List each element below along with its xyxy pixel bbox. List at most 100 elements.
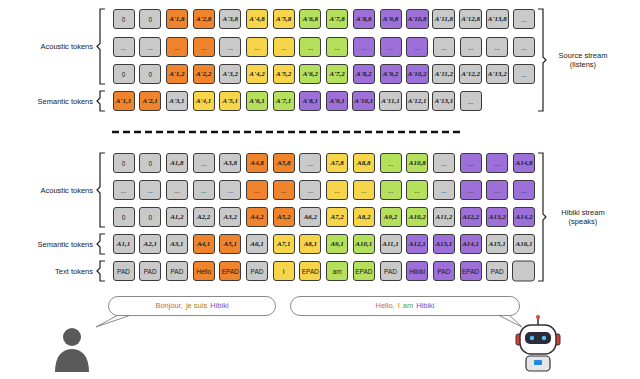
token-box: A10,2 [406,207,428,227]
token-label: Hello [196,268,211,275]
token-box: A'10,2 [406,64,429,84]
token-label: I [283,268,285,275]
token-label: ... [495,160,500,167]
token-label: A2,2 [197,213,210,221]
empty-token [513,261,535,281]
token-label: ... [334,44,339,51]
speech-bubble: Bonjour,je suisHibiki [108,296,276,316]
token-label: A8,1 [304,240,317,248]
token-box: A8,8 [353,153,375,173]
token-label: A'13,1 [434,97,453,105]
token-label: A5,2 [277,213,290,221]
token-box: ... [326,37,348,57]
token-box: ... [246,180,268,200]
token-label: ... [281,44,286,51]
token-box: ... [486,180,508,200]
token-box: A16,1 [513,234,535,254]
token-label: PAD [170,268,183,275]
axis-label: Hibiki stream (speaks) [550,208,616,226]
token-box: ... [113,37,135,57]
token-box: A12,2 [460,207,482,227]
token-label: EPAD [462,268,479,275]
token-label: ... [521,44,526,51]
bubble-text: am [403,302,413,310]
token-label: A'1,2 [169,70,184,78]
token-box: A'8,1 [299,91,321,111]
token-label: A'9,2 [383,70,398,78]
token-box: A'3,8 [219,9,241,29]
token-box: A14,8 [513,153,535,173]
token-box: A'6,1 [246,91,268,111]
token-box: ... [460,153,482,173]
token-box: ... [486,37,508,57]
token-box: A13,1 [433,234,455,254]
token-box: 0 [113,9,135,29]
token-label: A'3,1 [169,97,184,105]
token-label: ... [441,44,446,51]
token-box: A'5,2 [273,64,295,84]
token-box: A'1,1 [113,91,135,111]
token-label: PAD [437,268,450,275]
token-label: ... [468,160,473,167]
token-box: A'7,8 [326,9,348,29]
bubble-text: Hello, [375,302,394,310]
token-label: ... [334,187,339,194]
token-label: A8,8 [357,159,370,167]
token-box: I [273,261,295,281]
token-box: ... [513,9,535,29]
left-bracket [97,234,105,254]
token-label: ... [201,160,206,167]
token-box: A'11,1 [379,91,402,111]
token-box: A'11,8 [432,9,455,29]
token-box: A'9,1 [326,91,348,111]
token-box: ... [326,180,348,200]
token-box: ... [460,37,482,57]
token-box: A'6,2 [299,64,321,84]
token-label: ... [441,187,446,194]
token-label: A6,1 [250,240,263,248]
token-label: A14,1 [462,240,479,248]
token-box: EPAD [353,261,375,281]
token-box: ... [406,180,428,200]
token-box: ... [139,37,161,57]
token-box: A'2,2 [193,64,215,84]
token-box: A4,2 [246,207,268,227]
token-label: A'12,2 [461,70,480,78]
token-box: A11,1 [380,234,402,254]
token-label: A1,8 [170,159,183,167]
token-label: PAD [117,268,130,275]
token-box: A'10,8 [406,9,429,29]
token-label: EPAD [222,268,239,275]
token-box: A13,2 [486,207,508,227]
axis-label: Semantic tokens [38,97,93,106]
token-box: ... [273,180,295,200]
token-box: A5,8 [273,153,295,173]
token-box: A6,2 [299,207,321,227]
token-box: 0 [113,207,135,227]
token-box: A'13,2 [486,64,509,84]
token-label: ... [414,187,419,194]
token-label: A1,2 [170,213,183,221]
token-box: PAD [380,261,402,281]
token-box: ... [433,37,455,57]
token-label: ... [414,44,419,51]
token-label: A3,1 [170,240,183,248]
token-label: A10,2 [409,213,426,221]
token-label: A'10,2 [408,70,427,78]
token-box: A'13,1 [432,91,455,111]
token-box: A'4,8 [246,9,268,29]
token-label: ... [281,187,286,194]
token-box: ... [113,180,135,200]
token-label: ... [388,160,393,167]
token-label: A'8,8 [356,15,371,23]
token-label: A16,1 [516,240,533,248]
bubble-text: je suis [186,302,207,310]
left-bracket [97,261,105,281]
token-label: A'11,1 [381,97,399,105]
token-box: A1,1 [113,234,135,254]
token-label: A12,1 [409,240,426,248]
token-label: A'12,1 [408,97,427,105]
token-box: PAD [246,261,268,281]
token-label: ... [308,160,313,167]
token-label: A'13,8 [488,15,507,23]
